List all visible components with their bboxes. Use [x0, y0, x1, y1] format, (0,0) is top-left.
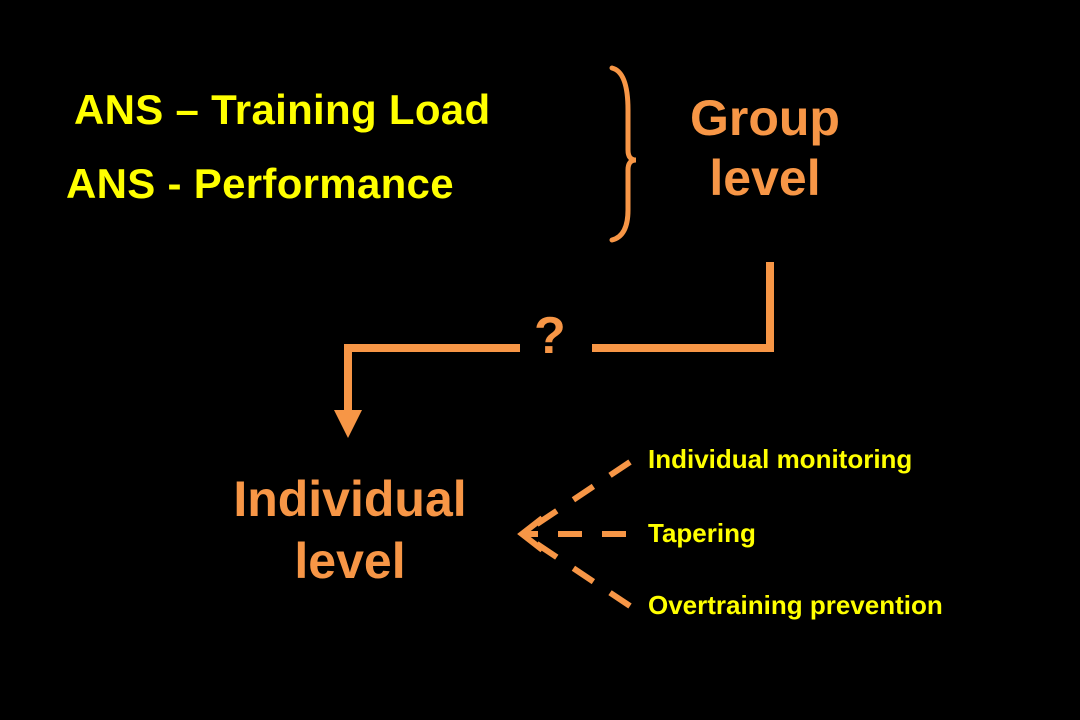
group-level-label: Group level: [690, 90, 840, 206]
left-arrowhead: [517, 515, 545, 553]
curly-brace: [609, 65, 637, 243]
individual-level-label: Individual level: [233, 471, 467, 589]
application-tapering: Tapering: [648, 518, 756, 548]
question-mark: ?: [534, 307, 566, 365]
application-individual-monitoring: Individual monitoring: [648, 444, 913, 474]
ans-training-load-label: ANS – Training Load: [74, 86, 491, 133]
individual-connector-line: [344, 344, 520, 412]
ans-performance-label: ANS - Performance: [66, 160, 454, 207]
down-arrowhead: [334, 410, 362, 438]
group-connector-line: [592, 262, 774, 352]
application-overtraining-prevention: Overtraining prevention: [648, 590, 943, 620]
